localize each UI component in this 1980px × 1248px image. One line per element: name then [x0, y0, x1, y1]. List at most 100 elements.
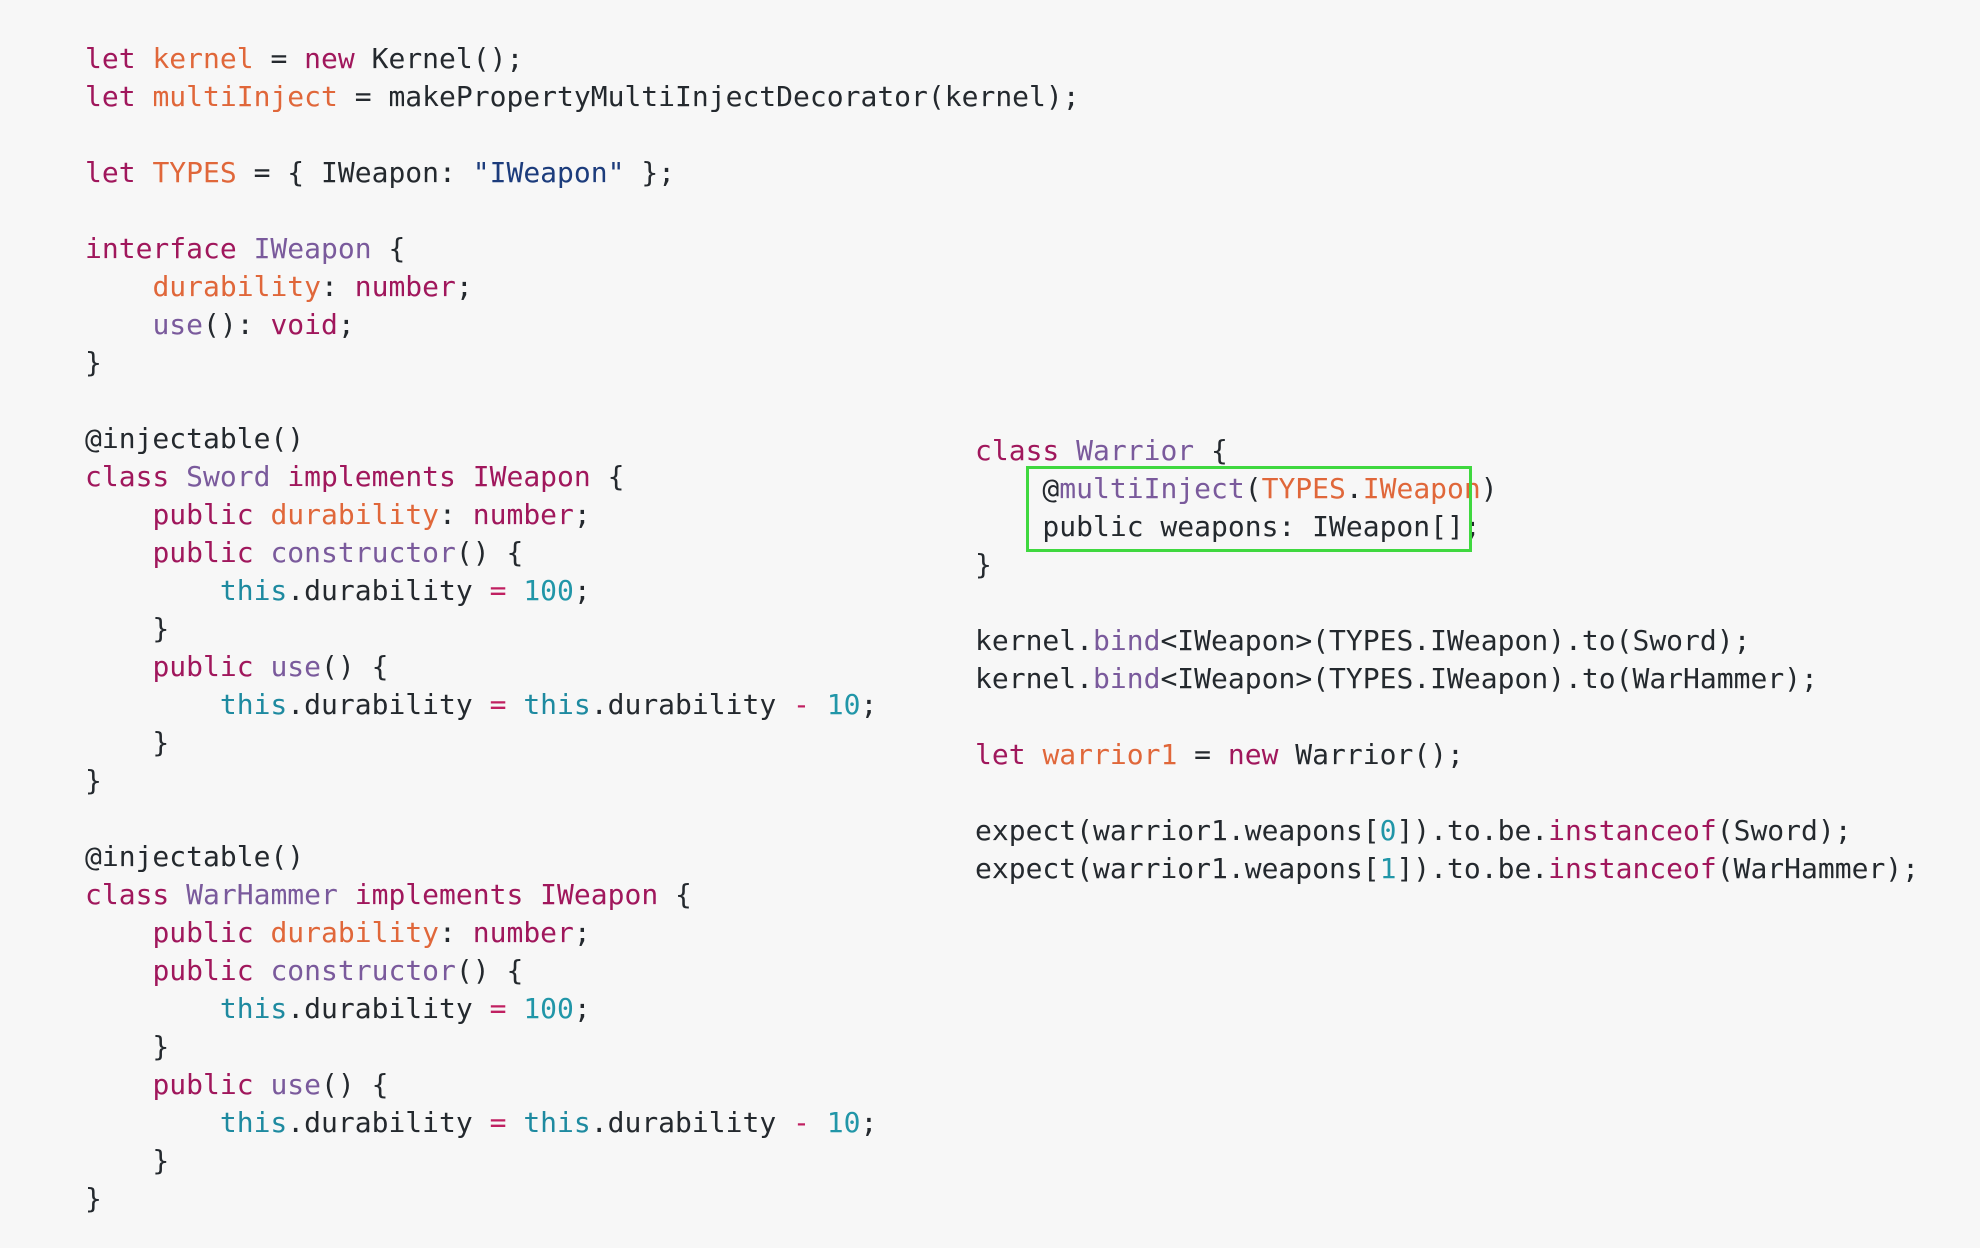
code-line [975, 698, 1919, 736]
code-line: kernel.bind<IWeapon>(TYPES.IWeapon).to(S… [975, 622, 1919, 660]
code-token: Sword [186, 460, 271, 493]
code-line: public durability: number; [85, 914, 1080, 952]
code-token: = [489, 992, 507, 1025]
code-line [85, 116, 1080, 154]
code-token: Warrior(); [1278, 738, 1464, 771]
code-line: let TYPES = { IWeapon: "IWeapon" }; [85, 154, 1080, 192]
code-token [270, 460, 287, 493]
code-line: } [85, 1028, 1080, 1066]
code-line: this.durability = 100; [85, 572, 1080, 610]
code-token: } [85, 346, 102, 379]
code-line: this.durability = this.durability - 10; [85, 1104, 1080, 1142]
code-token: let [85, 80, 136, 113]
code-line: } [85, 1180, 1080, 1218]
code-token: { [371, 232, 406, 265]
code-token: public [152, 916, 254, 949]
code-token: .durability [287, 574, 490, 607]
code-token: constructor [270, 954, 456, 987]
code-token: ; [455, 270, 473, 303]
code-token: { [590, 460, 625, 493]
code-line: class Warrior { [975, 432, 1919, 470]
code-token [338, 878, 355, 911]
code-token: { [1194, 434, 1228, 467]
code-line: } [85, 610, 1080, 648]
code-line: this.durability = this.durability - 10; [85, 686, 1080, 724]
code-token: () { [321, 650, 389, 683]
code-token: class [975, 434, 1060, 467]
code-line: public weapons: IWeapon[]; [975, 508, 1919, 546]
code-token: expect(warrior1.weapons[ [975, 814, 1380, 847]
code-token [169, 460, 186, 493]
code-token: this [219, 688, 288, 721]
code-token: = [489, 688, 507, 721]
code-line: } [85, 344, 1080, 382]
code-token: WarHammer [186, 878, 338, 911]
code-token: } [85, 726, 170, 759]
code-token: TYPES [1261, 472, 1346, 505]
code-token: interface [85, 232, 237, 265]
code-line [85, 382, 1080, 420]
code-token: ) [1480, 472, 1498, 505]
code-token: kernel. [975, 662, 1094, 695]
code-token: public [152, 1068, 254, 1101]
code-token [254, 650, 271, 683]
code-token: () { [455, 954, 524, 987]
code-line: let kernel = new Kernel(); [85, 40, 1080, 78]
code-token [254, 916, 271, 949]
code-token: expect(warrior1.weapons[ [975, 852, 1380, 885]
code-line: @injectable() [85, 838, 1080, 876]
code-token: : [439, 498, 473, 531]
code-token: public [152, 954, 254, 987]
code-token: kernel. [975, 624, 1094, 657]
code-block-right: class Warrior { @multiInject(TYPES.IWeap… [975, 432, 1919, 888]
code-token: this [219, 574, 288, 607]
code-token: .durability [287, 688, 490, 721]
code-token: 100 [523, 992, 574, 1025]
code-token [85, 574, 220, 607]
code-token: ( [1244, 472, 1262, 505]
code-token [85, 1106, 220, 1139]
code-token [506, 688, 523, 721]
code-token: @injectable() [85, 840, 305, 873]
code-token [506, 1106, 523, 1139]
code-token: @ [975, 472, 1060, 505]
code-token [85, 498, 152, 531]
code-token: ]).to.be. [1396, 814, 1549, 847]
code-token [1026, 738, 1043, 771]
code-line: public use() { [85, 648, 1080, 686]
code-token: : [439, 916, 473, 949]
code-line: let multiInject = makePropertyMultiInjec… [85, 78, 1080, 116]
code-token: Warrior [1076, 434, 1195, 467]
code-token [85, 992, 220, 1025]
code-token: IWeapon [540, 878, 659, 911]
code-token: number [354, 270, 456, 303]
code-token: . [1345, 472, 1363, 505]
code-line [975, 584, 1919, 622]
code-line: class WarHammer implements IWeapon { [85, 876, 1080, 914]
code-token: public [152, 498, 254, 531]
code-token: implements [287, 460, 456, 493]
code-token: "IWeapon" [472, 156, 625, 189]
code-token: 0 [1379, 814, 1397, 847]
code-line [85, 192, 1080, 230]
code-token [85, 1068, 152, 1101]
code-token: new [1227, 738, 1279, 771]
code-token: <IWeapon>(TYPES.IWeapon).to(WarHammer); [1160, 662, 1818, 695]
code-line: expect(warrior1.weapons[0]).to.be.instan… [975, 812, 1919, 850]
code-token: TYPES [152, 156, 237, 189]
code-token [85, 308, 152, 341]
code-token [136, 42, 153, 75]
code-token: 10 [826, 688, 861, 721]
code-token [85, 650, 152, 683]
code-token [136, 80, 153, 113]
code-line: interface IWeapon { [85, 230, 1080, 268]
code-token: public weapons: IWeapon[]; [975, 510, 1481, 543]
code-token: ; [860, 688, 878, 721]
code-token: () { [321, 1068, 389, 1101]
code-token [254, 1068, 271, 1101]
code-token: public [152, 536, 254, 569]
code-token: warrior1 [1042, 738, 1178, 771]
code-token [85, 536, 152, 569]
code-token: class [85, 878, 170, 911]
code-token [254, 498, 271, 531]
